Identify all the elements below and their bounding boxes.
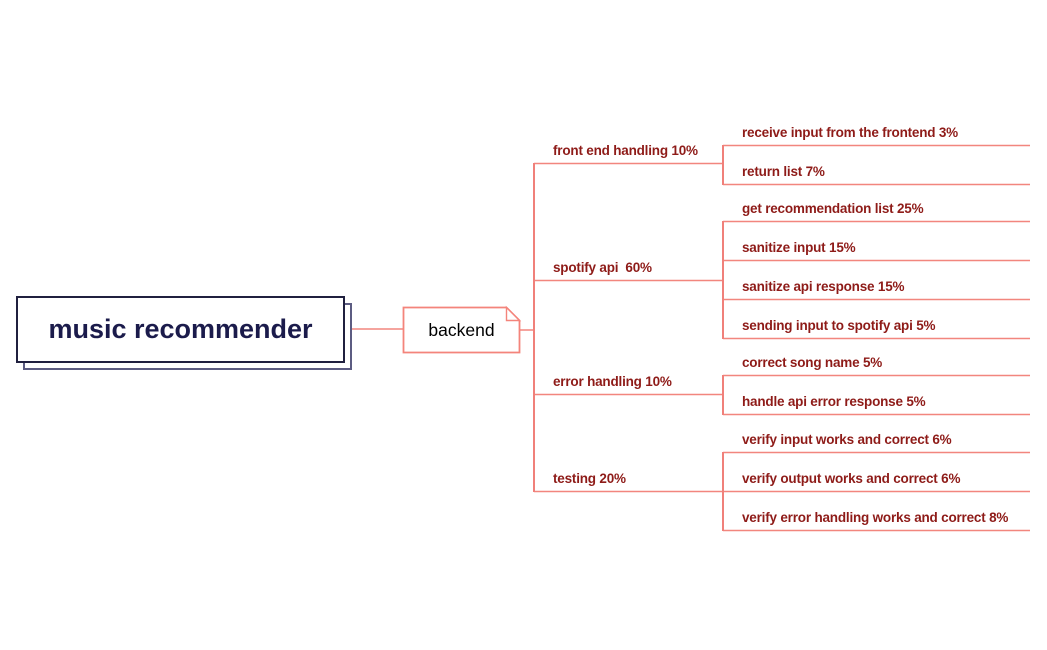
leaf-node-verify-input-works[interactable]: verify input works and correct 6% [742,432,952,447]
branch-node-front-end-handling[interactable]: front end handling 10% [553,143,698,158]
branch-node-spotify-api[interactable]: spotify api 60% [553,260,652,275]
leaf-node-return-list[interactable]: return list 7% [742,164,825,179]
leaf-node-verify-output-works[interactable]: verify output works and correct 6% [742,471,961,486]
leaf-node-receive-input[interactable]: receive input from the frontend 3% [742,125,958,140]
leaf-node-sanitize-api-response[interactable]: sanitize api response 15% [742,279,905,294]
branch-node-error-handling[interactable]: error handling 10% [553,374,672,389]
branch-node-testing[interactable]: testing 20% [553,471,626,486]
leaf-node-sanitize-input[interactable]: sanitize input 15% [742,240,856,255]
backend-node-label[interactable]: backend [428,319,495,340]
backend-fold-corner-icon [505,305,522,322]
backend-node-shape[interactable] [402,305,522,354]
leaf-node-correct-song-name[interactable]: correct song name 5% [742,355,883,370]
leaf-node-get-recommendation-list[interactable]: get recommendation list 25% [742,201,924,216]
leaf-node-handle-api-error-response[interactable]: handle api error response 5% [742,394,926,409]
root-node-label: music recommender [48,314,313,344]
leaf-node-sending-input-to-spotify-api[interactable]: sending input to spotify api 5% [742,318,936,333]
root-node[interactable]: music recommender [16,296,345,363]
leaf-node-verify-error-handling-works[interactable]: verify error handling works and correct … [742,510,1009,525]
